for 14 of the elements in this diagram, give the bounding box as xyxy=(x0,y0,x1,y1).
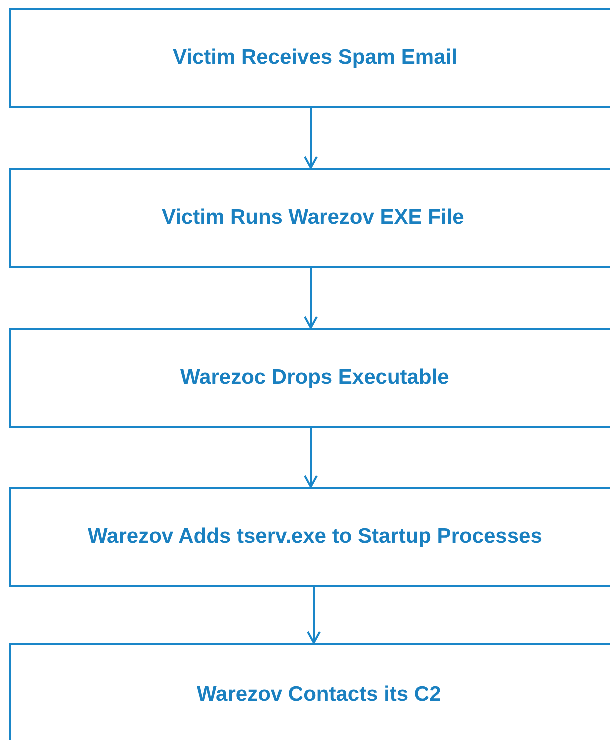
process-box xyxy=(9,328,610,428)
process-box xyxy=(9,643,610,740)
arrow xyxy=(304,108,318,169)
arrow xyxy=(304,428,318,488)
process-box xyxy=(9,8,610,108)
arrow xyxy=(304,268,318,329)
process-box xyxy=(9,168,610,268)
arrow xyxy=(307,587,321,644)
step-text: Warezoc Drops Executable xyxy=(180,366,450,390)
step-text: Victim Receives Spam Email xyxy=(173,46,458,70)
process-box xyxy=(9,487,610,587)
step-text: Warezov Contacts its C2 xyxy=(197,683,442,707)
step-text: Victim Runs Warezov EXE File xyxy=(162,206,464,230)
step-text: Warezov Adds tserv.exe to Startup Processes xyxy=(88,525,542,549)
